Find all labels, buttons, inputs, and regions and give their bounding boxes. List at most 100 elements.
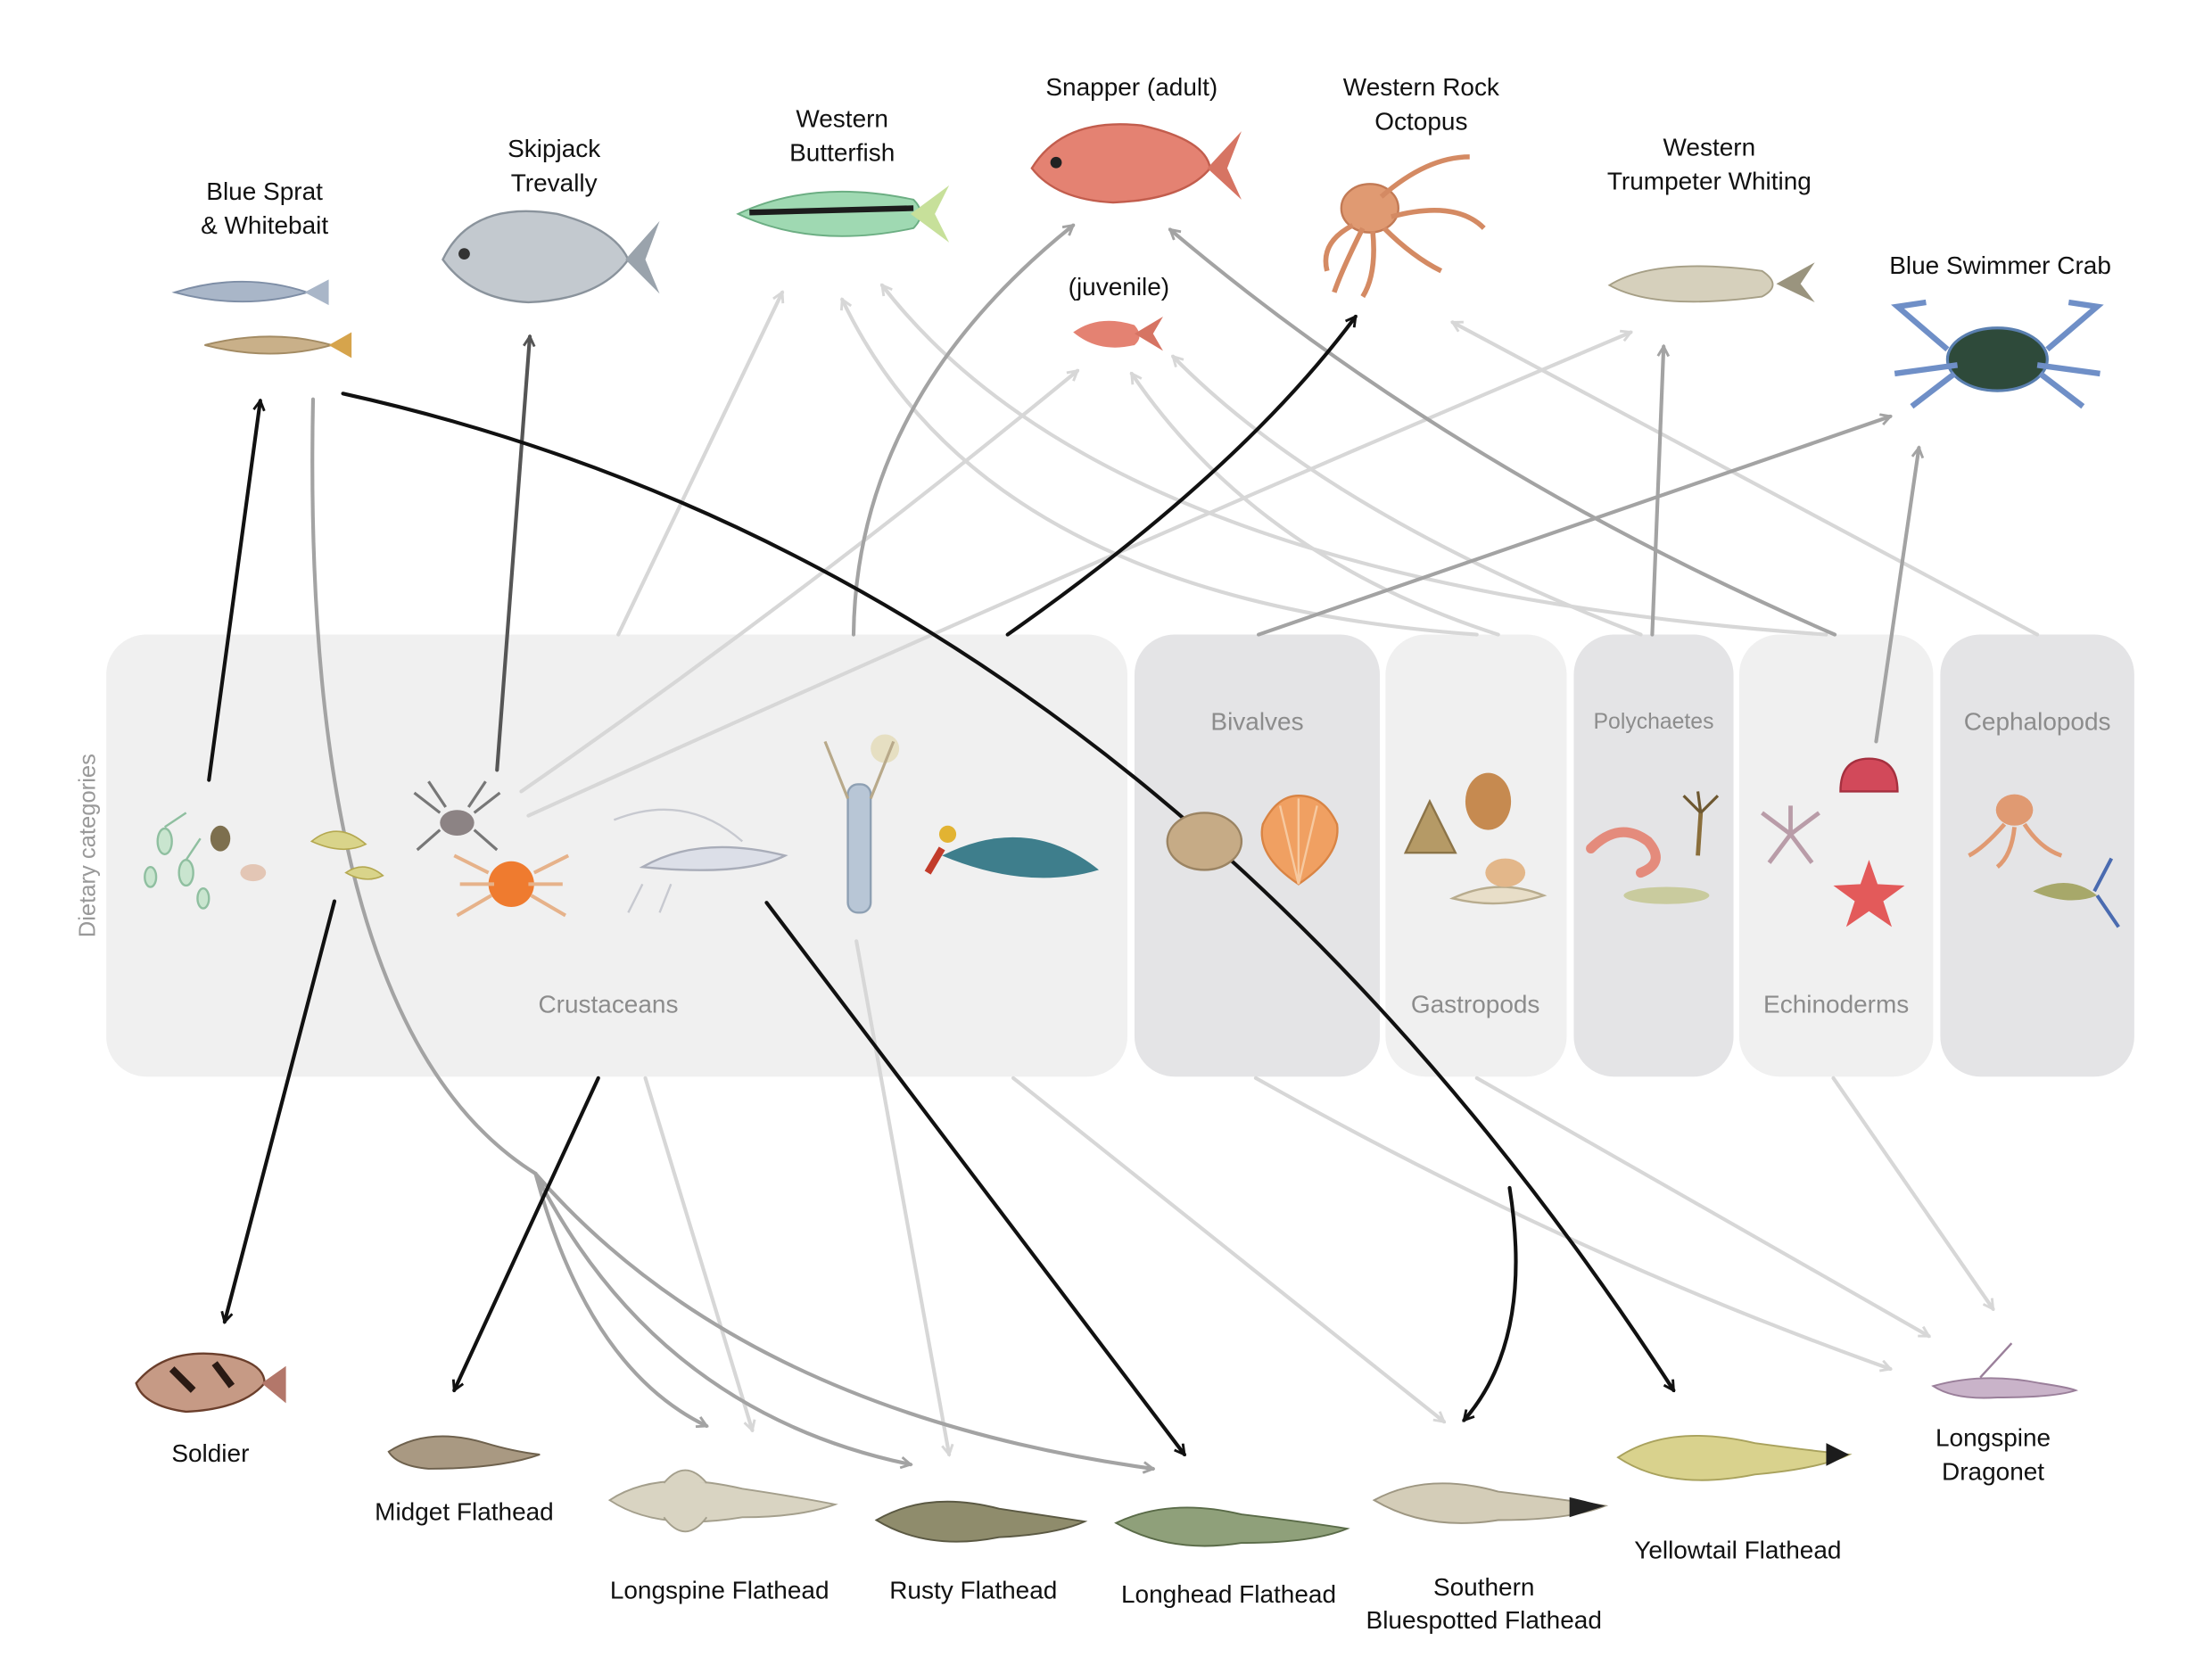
bristle-worm-icon — [1586, 827, 1661, 878]
panel-bivalves — [1134, 634, 1381, 1077]
snapper-adult-fish-icon — [1030, 123, 1242, 204]
longspine-dragonet-fish-icon — [1931, 1342, 2079, 1399]
category-label-echinoderms: Echinoderms — [1763, 990, 1909, 1018]
southern-bluespotted-flathead-fish-icon — [1372, 1482, 1609, 1524]
arrow-blue-sprat-to-longhead-flathead — [533, 1171, 1152, 1469]
label-longspine-dragonet-line2: Dragonet — [1942, 1458, 2044, 1486]
arrow-blue-sprat-to-southern-bluespotted-flathead — [1462, 1185, 1518, 1421]
label-southern-bluespotted-flathead-line1: Southern — [1433, 1573, 1535, 1601]
label-longhead-flathead: Longhead Flathead — [1121, 1580, 1336, 1608]
arrow-blue-sprat-to-yellowtail-flathead — [341, 392, 1676, 1390]
label-snapper-juvenile: (juvenile) — [1069, 273, 1169, 301]
label-skipjack-trevally-line1: Skipjack — [508, 135, 601, 162]
category-label-bivalves: Bivalves — [1210, 708, 1303, 736]
dietary-categories-label: Dietary categories — [75, 754, 100, 937]
label-skipjack-trevally-line2: Trevally — [511, 169, 598, 196]
arrow-crustaceans-to-southern-bluespotted-flathead — [1011, 1076, 1444, 1424]
longhead-flathead-fish-icon — [1114, 1506, 1350, 1547]
label-southern-bluespotted-flathead-line2: Bluespotted Flathead — [1366, 1606, 1602, 1634]
longspine-flathead-fish-icon — [607, 1469, 838, 1533]
ostracod-icon — [210, 825, 267, 882]
small-octopus-icon — [1968, 794, 2063, 870]
western-butterfish-fish-icon — [736, 185, 950, 243]
category-label-cephalopods: Cephalopods — [1964, 708, 2111, 736]
arrow-crustaceans-to-longspine-dragonet — [1253, 1076, 1891, 1369]
label-western-trumpeter-whiting-line2: Trumpeter Whiting — [1607, 168, 1812, 195]
clam-icon — [1166, 812, 1243, 871]
category-label-gastropods: Gastropods — [1411, 990, 1540, 1018]
western-rock-octopus-icon — [1323, 154, 1486, 299]
small-crab-icon — [413, 780, 501, 852]
panel-gastropods — [1385, 634, 1567, 1077]
snapper-juvenile-fish-icon — [1073, 316, 1163, 351]
category-label-crustaceans: Crustaceans — [538, 990, 678, 1018]
fanworm-icon — [1682, 791, 1720, 856]
arrow-cephalopods-to-western-rock-octopus — [1453, 320, 2040, 637]
amphipod-icon — [310, 830, 384, 880]
label-blue-sprat-line1: Blue Sprat — [206, 177, 323, 205]
arrow-blue-sprat-to-rusty-flathead — [533, 1171, 911, 1464]
arrow-echinoderms-to-western-butterfish — [879, 285, 1828, 637]
bottom-predator-illustrations — [135, 1342, 2079, 1547]
label-blue-swimmer-crab: Blue Swimmer Crab — [1889, 251, 2111, 279]
label-western-trumpeter-whiting-line1: Western — [1663, 133, 1756, 161]
sea-snail-icon — [1449, 858, 1548, 905]
prey-illustrations — [144, 734, 2120, 928]
arrow-crustaceans-to-longspine-flathead — [643, 1076, 753, 1430]
arrow-crustaceans-to-midget-flathead — [454, 1076, 600, 1390]
label-snapper-adult: Snapper (adult) — [1045, 73, 1217, 101]
soldier-fish-icon — [135, 1352, 286, 1414]
arrow-crustaceans-to-snapper-juvenile — [519, 368, 1077, 794]
label-longspine-flathead: Longspine Flathead — [610, 1576, 830, 1603]
peanut-worm-icon — [1623, 886, 1710, 904]
arrow-bivalves-to-blue-swimmer-crab — [1257, 416, 1890, 637]
arrow-polychaetes-to-western-trumpeter-whiting — [1650, 347, 1663, 637]
sea-urchin-icon — [1839, 757, 1899, 793]
arrow-blue-sprat-to-longspine-flathead — [310, 397, 706, 1426]
label-rusty-flathead: Rusty Flathead — [889, 1576, 1057, 1603]
shrimp-icon — [613, 808, 788, 913]
orange-crab-icon — [453, 853, 570, 918]
yellowtail-flathead-fish-icon — [1616, 1434, 1853, 1481]
arrow-crustaceans-to-soldier — [225, 899, 337, 1323]
panel-cephalopods — [1940, 634, 2134, 1077]
label-soldier: Soldier — [171, 1439, 249, 1467]
label-western-rock-octopus-line1: Western Rock — [1343, 73, 1500, 101]
midget-flathead-fish-icon — [387, 1435, 541, 1470]
western-trumpeter-whiting-fish-icon — [1607, 262, 1815, 303]
arrow-crustaceans-to-western-rock-octopus — [1005, 317, 1358, 637]
blue-sprat-fish-icon — [171, 279, 352, 359]
arrow-polychaetes-to-snapper-juvenile — [1171, 357, 1643, 637]
link-arrows — [207, 223, 2040, 1469]
label-western-rock-octopus-line2: Octopus — [1374, 108, 1467, 136]
squid-icon — [2033, 857, 2120, 928]
arrow-bivalves-to-longspine-dragonet — [1474, 1076, 1929, 1339]
category-label-polychaetes: Polychaetes — [1594, 710, 1714, 734]
arrow-echinoderms-to-longspine-dragonet — [1831, 1076, 1995, 1309]
top-shell-icon — [1403, 798, 1457, 854]
label-western-butterfish-line1: Western — [796, 104, 888, 132]
label-midget-flathead: Midget Flathead — [375, 1497, 554, 1525]
top-predator-labels: Blue Sprat & Whitebait Skipjack Trevally… — [201, 73, 2111, 301]
scallop-icon — [1260, 795, 1339, 886]
bottom-predator-labels: Soldier Midget Flathead Longspine Flathe… — [171, 1423, 2051, 1634]
sea-star-icon — [1833, 860, 1905, 927]
panel-echinoderms — [1738, 634, 1934, 1077]
top-predator-illustrations — [171, 123, 2104, 409]
arrow-crustaceans-to-snapper-adult — [851, 223, 1073, 637]
arrow-crustaceans-to-longhead-flathead — [764, 901, 1187, 1455]
lobster-icon — [823, 734, 900, 914]
label-yellowtail-flathead: Yellowtail Flathead — [1634, 1537, 1841, 1564]
blue-swimmer-crab-icon — [1891, 299, 2104, 409]
mantis-shrimp-icon — [924, 825, 1100, 878]
arrow-crustaceans-to-western-trumpeter-whiting — [526, 333, 1630, 818]
rusty-flathead-fish-icon — [874, 1500, 1088, 1543]
copepod-icon — [144, 812, 210, 910]
arrow-gastropods-to-western-butterfish — [842, 300, 1479, 637]
arrow-gastropods-to-snapper-juvenile — [1129, 374, 1500, 637]
arrow-crustaceans-to-rusty-flathead — [854, 939, 949, 1455]
conch-icon — [1465, 772, 1512, 830]
brittle-star-icon — [1761, 805, 1820, 864]
label-western-butterfish-line2: Butterfish — [789, 139, 895, 167]
label-longspine-dragonet-line1: Longspine — [1936, 1423, 2051, 1451]
